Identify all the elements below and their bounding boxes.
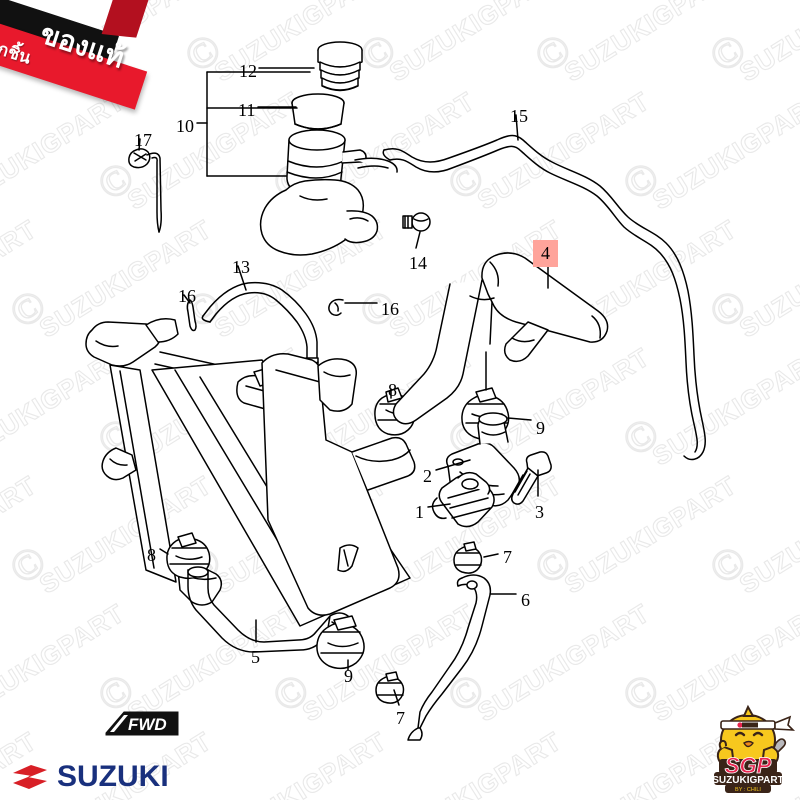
- leader-lines: [138, 67, 549, 706]
- suzuki-wordmark: SUZUKI: [57, 760, 169, 793]
- callout-cable-tie-17: 17: [134, 130, 152, 150]
- sgp-primary-text: SGP: [725, 753, 772, 778]
- part-thermostat: [431, 471, 495, 528]
- callout-breather-hose-13: 13: [232, 257, 250, 277]
- callout-hose-clip-small-16b: 16: [381, 299, 399, 319]
- callout-radiator-inlet-hose-4: 4: [533, 240, 558, 267]
- part-bolt: [510, 451, 552, 505]
- callout-hose-clamp-7a: 7: [503, 547, 512, 567]
- sgp-sub-text: BY : CHILI: [735, 787, 761, 793]
- callout-thermostat-1: 1: [415, 502, 424, 522]
- callout-hose-clamp-7b: 7: [396, 708, 405, 728]
- callout-reservoir-overflow-hose-15: 15: [510, 106, 528, 126]
- callout-hose-clip-small-16a: 16: [178, 286, 196, 306]
- part-hose-clamp-lower: [375, 671, 405, 704]
- fwd-label: FWD: [128, 715, 167, 734]
- callout-hose-clip-8a: 8: [388, 380, 397, 400]
- callout-bolt-3: 3: [535, 502, 544, 522]
- part-hose-clip-small-left: [186, 299, 197, 332]
- part-reservoir-overflow-hose: [382, 134, 706, 461]
- callout-reservoir-tank-seal-11: 11: [238, 100, 256, 120]
- part-hose-clip-small-right: [328, 298, 344, 317]
- callout-reservoir-tank-assy-10: 10: [176, 116, 194, 136]
- callout-reservoir-tank-cap-12: 12: [239, 61, 257, 81]
- part-water-hose-lower-right: [407, 574, 492, 741]
- suzuki-logo: SUZUKI: [10, 760, 169, 794]
- authentic-parts-ribbon: ทุกชิ้น ของแท้: [0, 0, 180, 110]
- sgp-shop-logo: SGP SUZUKIGPART BY : CHILI: [712, 704, 796, 793]
- part-reservoir-tank-cap: [317, 41, 363, 92]
- callout-screw-14: 14: [409, 253, 427, 273]
- callout-water-hose-6: 6: [521, 590, 530, 610]
- part-cable-tie: [128, 148, 162, 233]
- part-hose-clamp-band-lower: [316, 615, 365, 670]
- callout-thermostat-case-2: 2: [423, 466, 432, 486]
- callout-hose-clamp-band-9b: 9: [344, 666, 353, 686]
- suzuki-s-emblem: [13, 765, 47, 789]
- callout-radiator-outlet-hose-5: 5: [251, 647, 260, 667]
- part-screw: [402, 212, 431, 232]
- sgp-banner-text: SUZUKIGPART: [712, 775, 783, 786]
- callout-hose-clamp-band-9a: 9: [536, 418, 545, 438]
- part-hose-clamp-upper: [453, 541, 483, 574]
- callout-hose-clip-8b: 8: [147, 545, 156, 565]
- part-radiator: [85, 318, 416, 627]
- part-reservoir-tank: [259, 129, 398, 256]
- fwd-direction-marker: FWD: [105, 711, 179, 736]
- part-radiator-inlet-hose: [392, 252, 609, 425]
- part-reservoir-tank-seal: [291, 93, 345, 130]
